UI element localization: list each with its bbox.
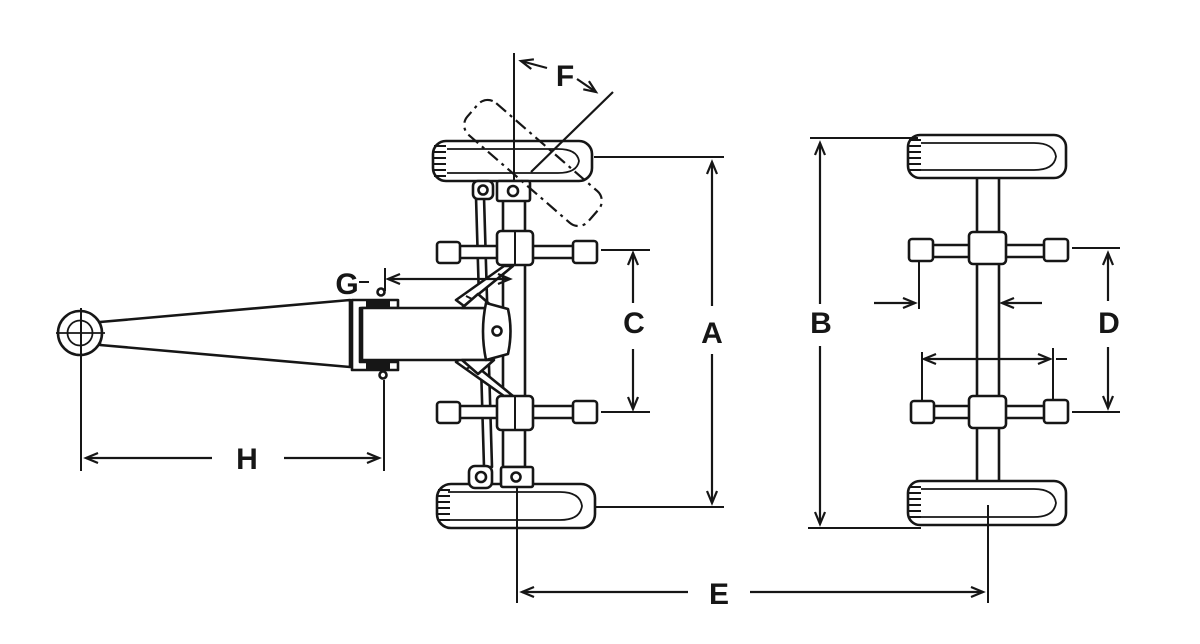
dim-label-A: A (701, 317, 723, 350)
tire-tread-hatch (434, 145, 446, 177)
dimension-E: E (516, 486, 989, 611)
dimension-D: D (1072, 247, 1120, 413)
left-top-wheel (431, 139, 594, 183)
dimension-F: F (521, 60, 596, 93)
tire-tread-hatch (909, 486, 921, 518)
dim-label-B: B (810, 307, 832, 340)
dimension-stake-spacing (921, 348, 1067, 400)
clamp-bolt-bottom (378, 370, 388, 380)
dimension-G: G (335, 268, 510, 301)
dim-label-F: F (556, 60, 574, 93)
tongue-clamp (350, 287, 512, 380)
dim-label-D: D (1098, 307, 1120, 340)
rear-cross-member (435, 394, 599, 432)
dimension-stake-offset (874, 262, 1042, 309)
rear-beam (975, 174, 1001, 488)
dimension-A: A (594, 156, 724, 508)
steering-angle-ray (530, 91, 614, 173)
dim-label-C: C (623, 307, 645, 340)
right-front-cross-member (907, 230, 1070, 266)
bottom-pivot-bracket (467, 464, 535, 490)
tire-tread-hatch (909, 139, 921, 171)
tongue-assembly (56, 298, 352, 369)
dimension-C: C (601, 249, 650, 413)
clamp-bolt-top (376, 287, 386, 297)
right-top-wheel (906, 133, 1068, 180)
steered-wheel-phantom (463, 98, 603, 228)
dim-label-G: G (335, 268, 358, 301)
front-cross-member (435, 229, 599, 267)
dim-label-E: E (709, 578, 729, 611)
dimension-H: H (80, 308, 385, 476)
dim-label-H: H (236, 443, 258, 476)
dimension-B: B (808, 137, 921, 529)
right-view-running-gear (906, 133, 1070, 527)
top-pivot-bracket (471, 179, 532, 203)
drawbar-beam (360, 306, 490, 362)
tire-tread-hatch (438, 489, 450, 521)
right-rear-cross-member (909, 394, 1070, 430)
